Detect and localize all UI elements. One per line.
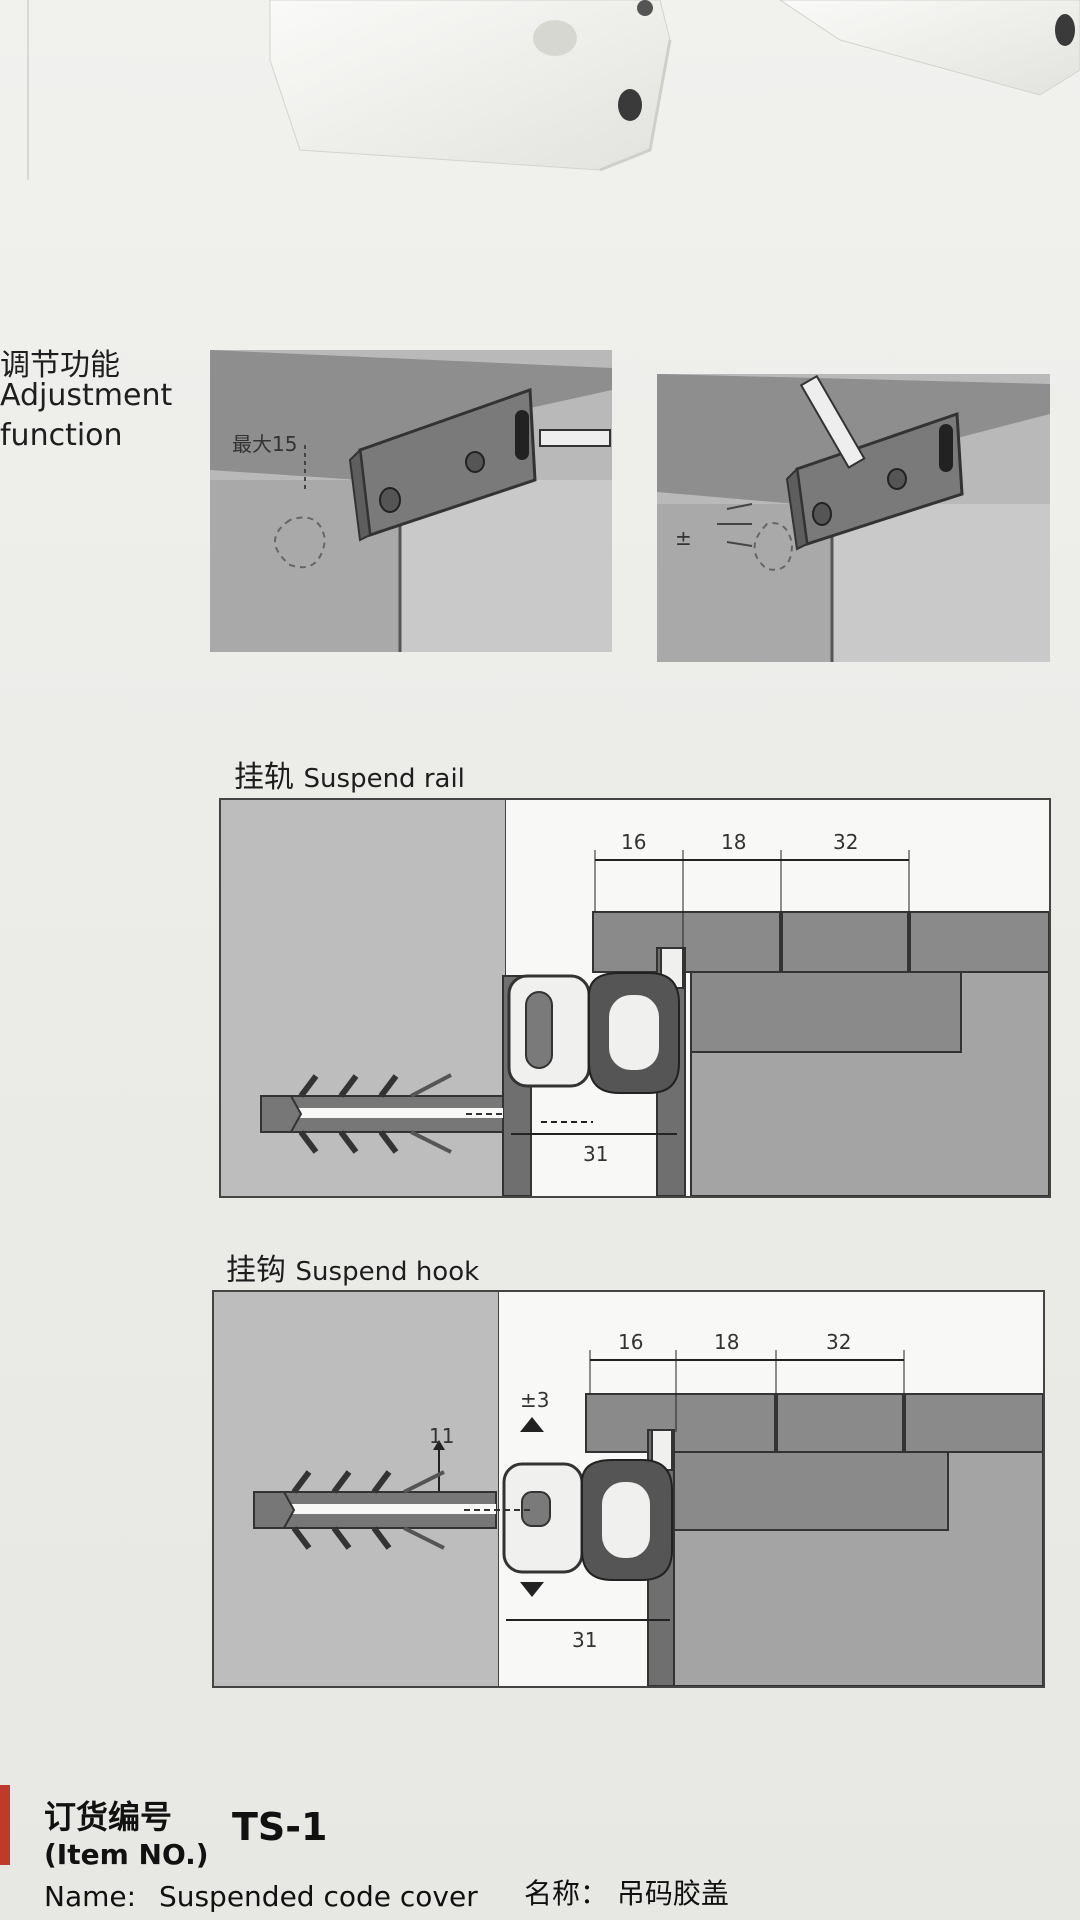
rail-dim-32: 32 — [833, 830, 859, 854]
adjustment-title-zh: 调节功能 — [0, 348, 120, 383]
suspend-hook-diagram: 16 18 32 31 11 ±3 — [212, 1290, 1045, 1688]
name-zh-line: 名称： 吊码胶盖 — [524, 1872, 729, 1912]
adjustment-illustration-left: 最大15 — [210, 350, 612, 652]
name-zh-label: 名称： — [524, 1877, 609, 1910]
adjustment-right-label: ± — [675, 526, 692, 550]
suspend-rail-title-en: Suspend rail — [303, 764, 465, 794]
hook-dim-18: 18 — [714, 1330, 740, 1354]
adjustment-illustration-right: ± — [657, 374, 1050, 662]
suspend-rail-title: 挂轨 Suspend rail — [234, 752, 465, 796]
rail-dim-16: 16 — [621, 830, 647, 854]
adjustment-title-en-2: function — [0, 418, 123, 453]
hook-dim-11: 11 — [429, 1424, 455, 1448]
adjustment-title-en-1: Adjustment — [0, 378, 173, 413]
name-en-value: Suspended code cover — [158, 1880, 478, 1913]
adjustment-left-label: 最大15 — [232, 432, 298, 456]
item-code: TS-1 — [232, 1805, 328, 1849]
hook-dim-16: 16 — [618, 1330, 644, 1354]
hook-dim-pm3: ±3 — [520, 1388, 550, 1412]
name-zh-value: 吊码胶盖 — [616, 1877, 729, 1910]
item-title-en: (Item NO.) — [44, 1838, 209, 1871]
rail-dim-18: 18 — [721, 830, 747, 854]
suspend-hook-title-en: Suspend hook — [295, 1257, 480, 1287]
name-en-line: Name: Suspended code cover — [44, 1880, 478, 1913]
suspend-rail-diagram: 16 18 32 31 — [219, 798, 1051, 1198]
rail-dim-31: 31 — [583, 1142, 609, 1166]
hook-dim-31: 31 — [572, 1628, 598, 1652]
suspend-rail-title-zh: 挂轨 — [234, 760, 294, 795]
suspend-hook-title: 挂钩 Suspend hook — [226, 1245, 479, 1289]
product-photo — [27, 0, 1080, 180]
hook-dim-32: 32 — [826, 1330, 852, 1354]
item-title-zh: 订货编号 — [44, 1798, 173, 1836]
name-en-label: Name: — [44, 1880, 137, 1913]
accent-bar — [0, 1785, 10, 1865]
suspend-hook-title-zh: 挂钩 — [226, 1253, 286, 1288]
